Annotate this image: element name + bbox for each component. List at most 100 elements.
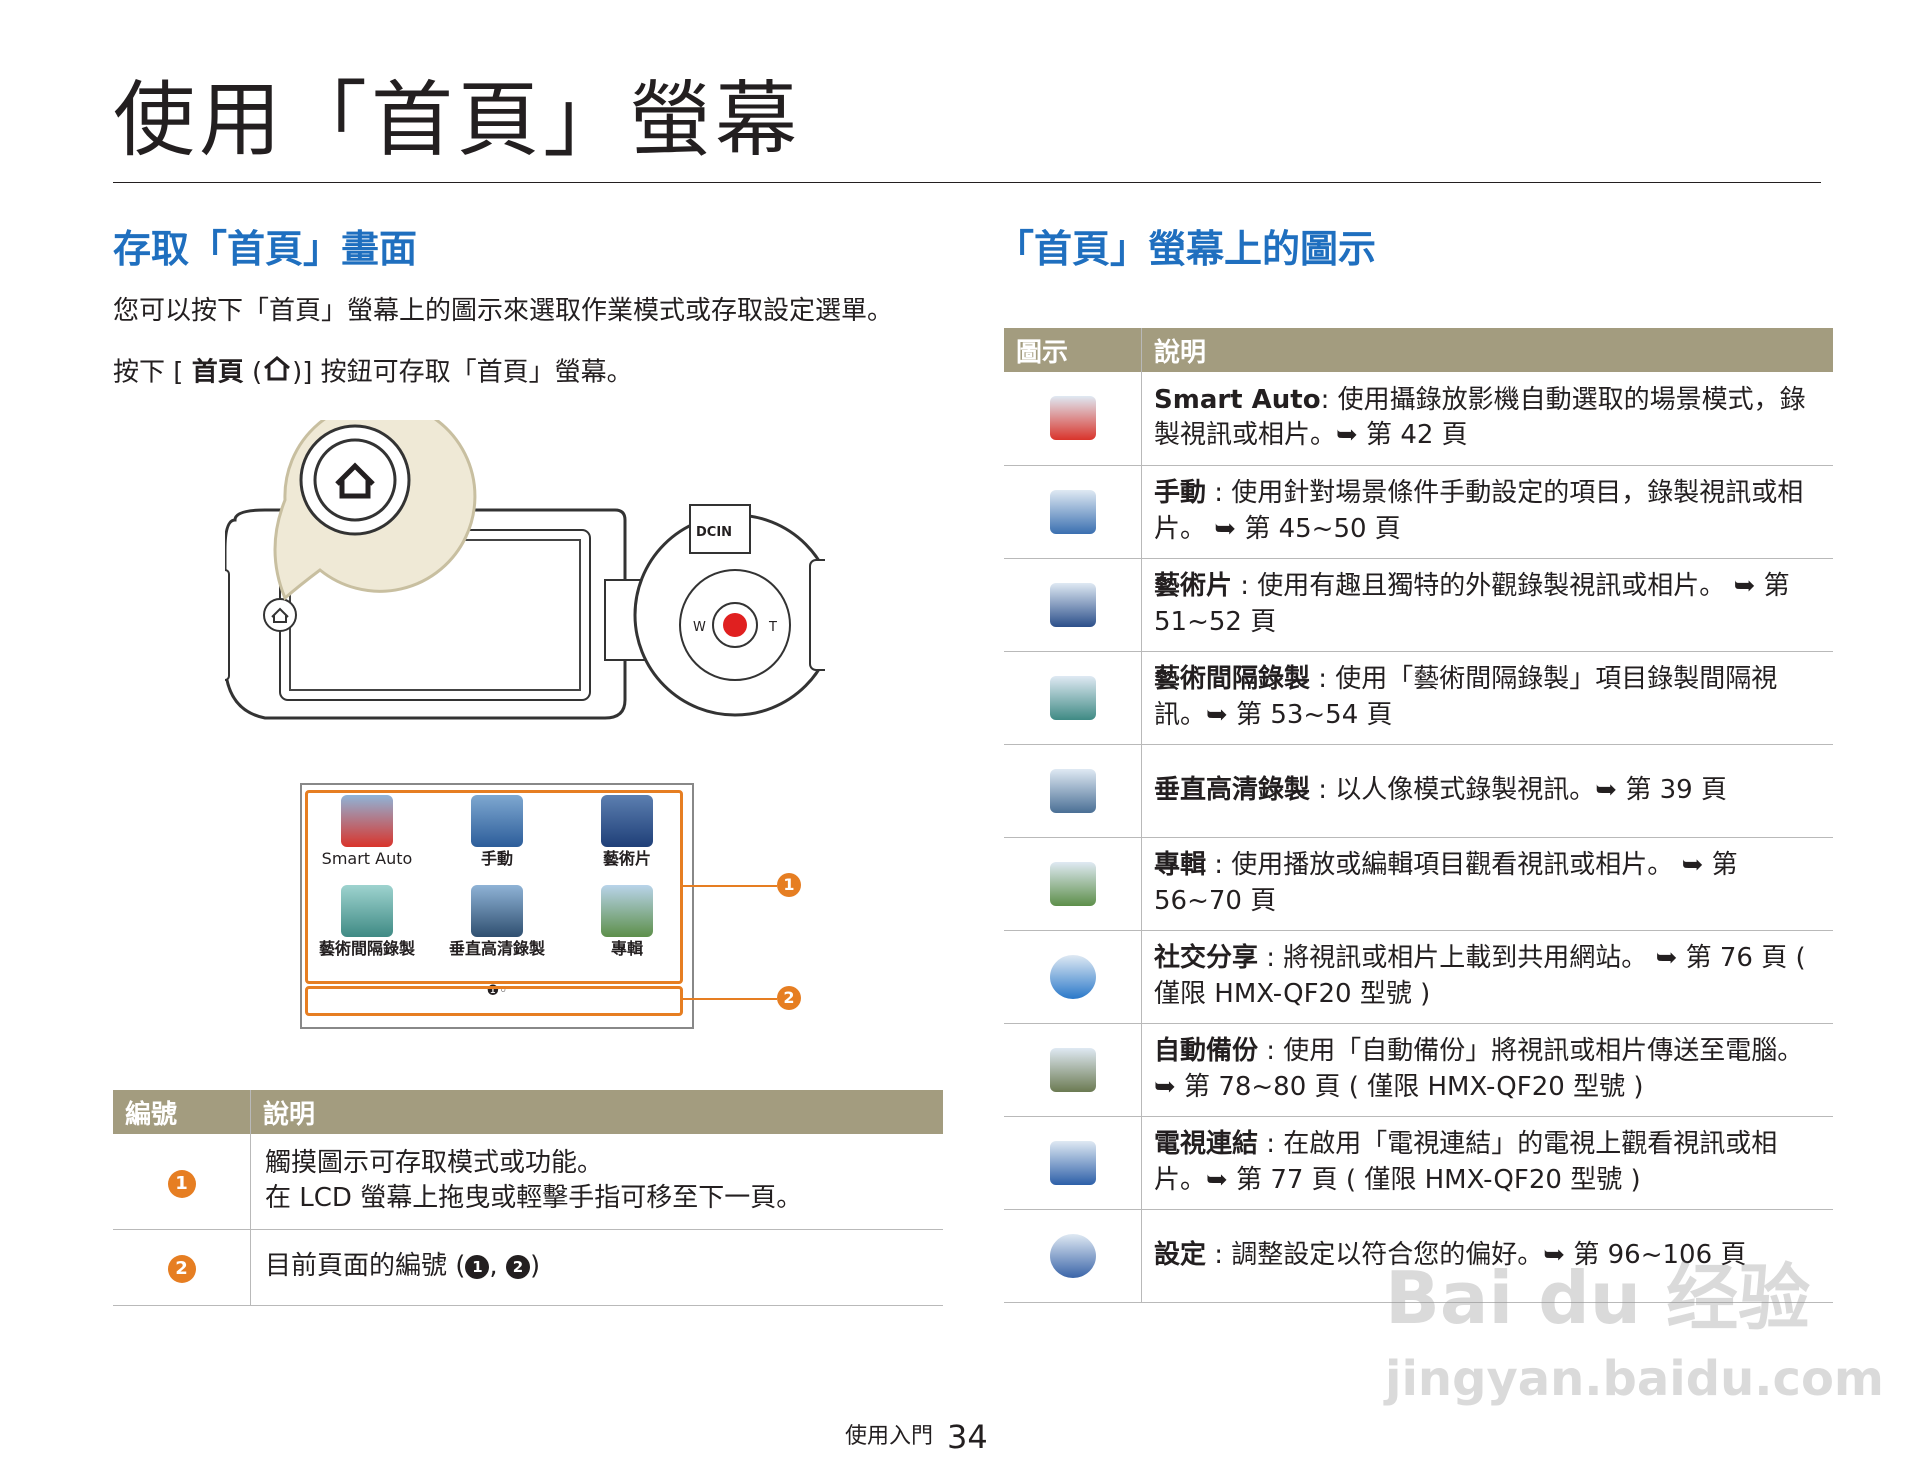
icon-name: 設定 (1154, 1239, 1207, 1270)
icon-name: 專輯 (1154, 850, 1207, 881)
menu-label: 垂直高清錄製 (448, 939, 545, 958)
social-share-icon (1049, 954, 1096, 999)
table-row: 社交分享 : 將視訊或相片上載到共用網站。 ➥ 第 76 頁 ( 僅限 HMX-… (1004, 930, 1833, 1024)
icon-name-separator: : (1258, 1036, 1276, 1067)
icon-name-separator: : (1310, 774, 1328, 805)
icon-name: 社交分享 (1154, 943, 1259, 974)
icon-description: 調整設定以符合您的偏好。➥ 第 96~106 頁 (1223, 1239, 1747, 1270)
table-row: 1 觸摸圖示可存取模式或功能。 在 LCD 螢幕上拖曳或輕擊手指可移至下一頁。 (113, 1134, 943, 1230)
icon-description: 使用針對場景條件手動設定的項目，錄製視訊或相片。 ➥ 第 45~50 頁 (1154, 478, 1804, 544)
left-section-heading: 存取「首頁」畫面 (113, 227, 418, 271)
header-number: 編號 (113, 1090, 251, 1134)
icon-name-separator: : (1258, 943, 1276, 974)
footer-section: 使用入門 (845, 1424, 934, 1449)
art-interval-icon (341, 885, 393, 937)
art-film-icon (601, 795, 653, 847)
manual-icon (1049, 489, 1096, 534)
icon-name-separator: : (1258, 1129, 1276, 1160)
press-home-label: 首頁 (191, 357, 244, 388)
table-row: 藝術間隔錄製 : 使用「藝術間隔錄製」項目錄製間隔視訊。➥ 第 53~54 頁 (1004, 651, 1833, 745)
smart-auto-icon (1049, 396, 1096, 441)
table-row: 藝術片 : 使用有趣且獨特的外觀錄製視訊或相片。 ➥ 第 51~52 頁 (1004, 558, 1833, 652)
dc-in-label: DCIN (696, 525, 732, 540)
auto-backup-icon (1049, 1047, 1096, 1092)
menu-label: 專輯 (610, 939, 643, 958)
baidu-watermark-url: jingyan.baidu.com (1385, 1351, 1884, 1407)
page-number-badge: 2 (505, 1254, 530, 1279)
press-suffix: )] 按鈕可存取「首頁」螢幕。 (292, 357, 633, 388)
menu-item-manual[interactable]: 手動 (442, 795, 552, 868)
camcorder-illustration: DCIN W T (225, 420, 825, 720)
header-description: 說明 (1141, 328, 1833, 372)
menu-label: 藝術間隔錄製 (318, 939, 415, 958)
icon-description: 使用「自動備份」將視訊或相片傳送至電腦。 ➥ 第 78~80 頁 ( 僅限 HM… (1154, 1036, 1804, 1102)
zoom-t-label: T (768, 620, 777, 635)
zoom-w-label: W (693, 620, 706, 635)
title-divider (113, 182, 1821, 183)
header-description: 說明 (250, 1090, 943, 1134)
smart-auto-icon (341, 795, 393, 847)
menu-label: 藝術片 (602, 849, 651, 868)
right-section-heading: 「首頁」螢幕上的圖示 (996, 227, 1377, 271)
home-icon (262, 355, 292, 391)
icon-name-separator: : (1206, 1239, 1224, 1270)
menu-label: 手動 (480, 849, 513, 868)
icons-table: 圖示 說明 Smart Auto: 使用攝錄放影機自動選取的場景模式，錄製視訊或… (1004, 328, 1833, 1303)
icon-name: 藝術片 (1154, 571, 1233, 602)
table-row: 電視連結 : 在啟用「電視連結」的電視上觀看視訊或相片。➥ 第 77 頁 ( 僅… (1004, 1116, 1833, 1210)
icon-name-separator: : (1320, 385, 1330, 416)
album-icon (601, 885, 653, 937)
menu-item-art-film[interactable]: 藝術片 (572, 795, 682, 868)
icon-description: 使用播放或編輯項目觀看視訊或相片。 ➥ 第 56~70 頁 (1154, 850, 1738, 916)
row-line: 目前頁面的編號 ( (265, 1251, 466, 1282)
icon-name: 自動備份 (1154, 1036, 1259, 1067)
intro-text: 您可以按下「首頁」螢幕上的圖示來選取作業模式或存取設定選單。 (113, 296, 894, 326)
vertical-hd-icon (1049, 768, 1096, 813)
icon-description: 使用有趣且獨特的外觀錄製視訊或相片。 ➥ 第 51~52 頁 (1154, 571, 1790, 637)
table-row: 手動 : 使用針對場景條件手動設定的項目，錄製視訊或相片。 ➥ 第 45~50 … (1004, 465, 1833, 559)
record-button (723, 613, 747, 637)
icon-description: 將視訊或相片上載到共用網站。 ➥ 第 76 頁 ( 僅限 HMX-QF20 型號… (1154, 943, 1806, 1009)
icon-name-separator: : (1232, 571, 1250, 602)
icon-name: 藝術間隔錄製 (1154, 664, 1311, 695)
icon-name: Smart Auto (1154, 385, 1321, 416)
icon-name-separator: : (1206, 850, 1224, 881)
menu-item-vertical-hd[interactable]: 垂直高清錄製 (442, 885, 552, 958)
icons-highlight-frame (305, 790, 683, 984)
menu-item-album[interactable]: 專輯 (572, 885, 682, 958)
table-row: Smart Auto: 使用攝錄放影機自動選取的場景模式，錄製視訊或相片。➥ 第… (1004, 372, 1833, 466)
table-row: 2 目前頁面的編號 (1, 2) (113, 1229, 943, 1306)
callout-number-1: 1 (777, 873, 801, 897)
icon-description: 使用攝錄放影機自動選取的場景模式，錄製視訊或相片。➥ 第 42 頁 (1154, 385, 1806, 451)
callout-number-2: 2 (777, 986, 801, 1010)
icon-name: 垂直高清錄製 (1154, 774, 1311, 805)
row-line: 在 LCD 螢幕上拖曳或輕擊手指可移至下一頁。 (265, 1183, 803, 1214)
press-instruction: 按下 [ 首頁 ( )] 按鈕可存取「首頁」螢幕。 (113, 355, 633, 391)
row-line: 觸摸圖示可存取模式或功能。 (265, 1148, 604, 1179)
baidu-watermark: Bai du 经验 (1385, 1256, 1811, 1340)
home-button-magnified (335, 462, 375, 499)
press-prefix: 按下 [ (113, 357, 184, 388)
page-number-badge: 1 (465, 1254, 490, 1279)
icon-name-separator: : (1206, 478, 1224, 509)
table-row: 專輯 : 使用播放或編輯項目觀看視訊或相片。 ➥ 第 56~70 頁 (1004, 837, 1833, 931)
menu-item-art-interval[interactable]: 藝術間隔錄製 (312, 885, 422, 958)
callout-line-2 (682, 998, 777, 1000)
table-row: 自動備份 : 使用「自動備份」將視訊或相片傳送至電腦。 ➥ 第 78~80 頁 … (1004, 1023, 1833, 1117)
vertical-hd-icon (471, 885, 523, 937)
menu-item-smart-auto[interactable]: Smart Auto (312, 795, 422, 868)
settings-gear-icon (1049, 1233, 1096, 1278)
art-interval-icon (1049, 675, 1096, 720)
press-mid: ( (243, 357, 263, 388)
icon-name: 電視連結 (1154, 1129, 1259, 1160)
page-title: 使用「首頁」螢幕 (113, 73, 802, 168)
numbering-table: 編號 說明 1 觸摸圖示可存取模式或功能。 在 LCD 螢幕上拖曳或輕擊手指可移… (113, 1090, 943, 1306)
tv-link-icon (1049, 1140, 1096, 1185)
icon-description: 以人像模式錄製視訊。➥ 第 39 頁 (1327, 774, 1727, 805)
table-row: 設定 : 調整設定以符合您的偏好。➥ 第 96~106 頁 (1004, 1209, 1833, 1303)
icon-name: 手動 (1154, 478, 1207, 509)
number-badge: 1 (167, 1169, 196, 1198)
manual-icon (471, 795, 523, 847)
row-end: ) (529, 1251, 541, 1282)
